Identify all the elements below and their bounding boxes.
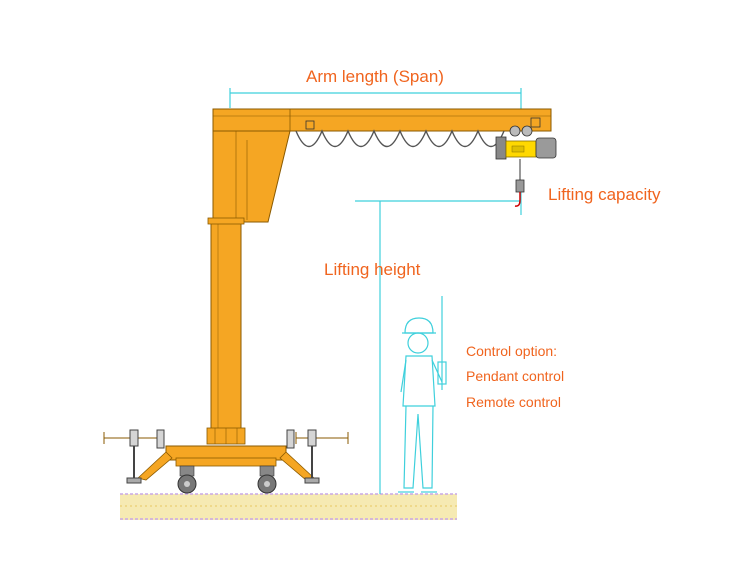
wheel-icon [257, 465, 277, 494]
mobile-base [137, 445, 315, 481]
lifting-height-label: Lifting height [324, 260, 421, 279]
dimension-lines [229, 88, 522, 494]
arm-length-label: Arm length (Span) [306, 67, 444, 86]
ground-strip [120, 493, 457, 520]
operator-worker-icon [398, 296, 447, 493]
lifting-capacity-label: Lifting capacity [548, 185, 661, 204]
hook-icon [514, 179, 525, 207]
pendant-control-label: Pendant control [466, 368, 565, 384]
crane-column [206, 217, 246, 445]
outrigger-jack-icon [103, 429, 165, 484]
outrigger-jack-icon [286, 429, 349, 484]
jib-arm [212, 108, 552, 148]
control-option-label: Control option: [466, 343, 558, 359]
wheel-icon [177, 465, 197, 494]
remote-control-label: Remote control [466, 394, 561, 410]
electric-hoist-icon [495, 125, 557, 182]
jib-gusset [212, 130, 291, 223]
